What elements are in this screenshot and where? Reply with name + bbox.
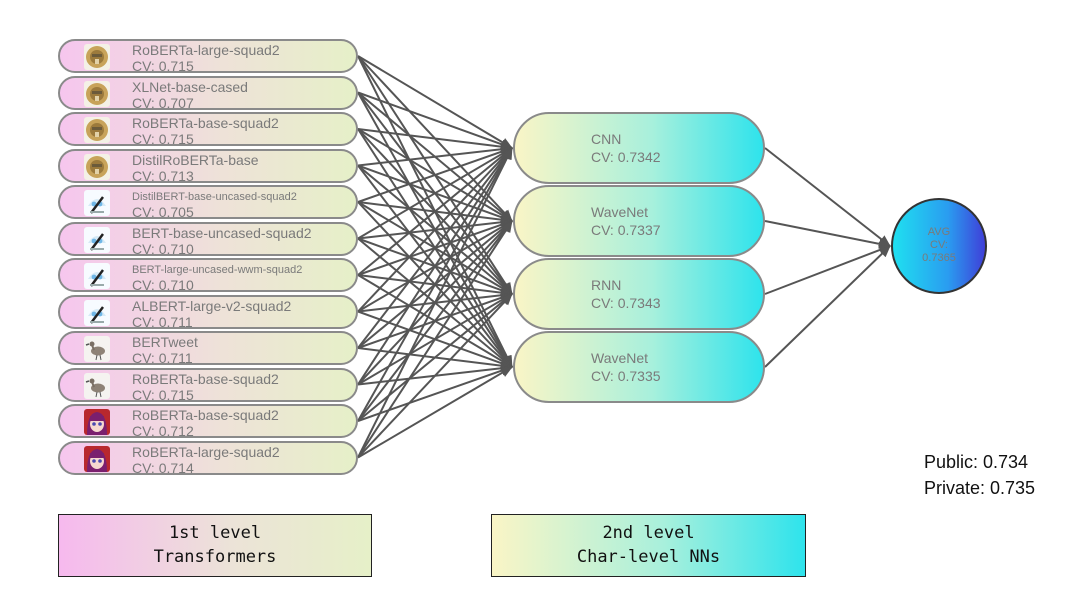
edge-transformer-to-nn [357,55,513,149]
transformer-cv: CV: 0.705 [132,204,194,220]
transformer-cv: CV: 0.707 [132,94,194,111]
edge-transformer-to-nn [357,147,513,422]
transformer-name: RoBERTa-base-squad2 [132,115,279,131]
edge-transformer-to-nn [357,128,513,152]
public-score: Public: 0.734 [924,452,1029,472]
transformer-cv: CV: 0.711 [132,313,193,330]
edge-transformer-to-nn [357,144,513,167]
transformer-cv: CV: 0.713 [132,167,194,184]
edge-transformer-to-nn [357,220,513,422]
edge-transformer-to-nn [357,91,513,149]
char-nn-name: CNN [591,131,622,147]
mechanical-face-icon [84,80,110,107]
legend-first-line1: 1st level [168,523,262,543]
edge-transformer-to-nn [357,147,513,240]
edge-transformer-to-nn [357,147,513,386]
legend-second-line2: Char-level NNs [576,547,721,567]
char-nn-cv: CV: 0.7335 [591,368,661,384]
edge-transformer-to-nn [357,146,513,203]
avg-cv-value: 0.7365 [922,252,956,264]
bird-icon [84,336,110,362]
transformer-name: BERT-large-uncased-wwm-squad2 [132,264,303,276]
avg-node: AVG CV: 0.7365 [891,198,987,294]
char-nn-name: WaveNet [591,204,649,220]
transformer-cv: CV: 0.710 [132,240,194,257]
legend-second-line1: 2nd level [602,523,695,543]
edge-transformer-to-nn [357,147,513,458]
anime-face-icon [84,299,110,326]
anime-girl-icon [84,445,110,472]
transformer-cv: CV: 0.714 [132,459,194,476]
char-nn-cv: CV: 0.7343 [591,295,661,311]
char-nn-node: RNN CV: 0.7343 [513,258,765,330]
transformer-name: RoBERTa-base-squad2 [132,407,279,423]
edge-transformer-to-nn [357,147,513,313]
edge-transformer-to-nn [357,293,513,459]
transformer-name: RoBERTa-large-squad2 [132,443,280,460]
transformer-name: RoBERTa-base-squad2 [132,370,279,387]
transformer-name: BERT-base-uncased-squad2 [132,224,312,241]
mechanical-face-icon [84,44,110,70]
transformer-cv: CV: 0.711 [132,350,193,366]
anime-face-icon [84,190,110,216]
char-nn-node: CNN CV: 0.7342 [513,112,765,184]
transformer-name: RoBERTa-large-squad2 [132,42,280,58]
char-nn-cv: CV: 0.7342 [591,149,661,165]
edge-nn-to-avg [764,245,891,295]
private-score: Private: 0.735 [924,478,1036,498]
anime-face-icon [84,226,110,253]
edge-transformer-to-nn [357,147,513,276]
edge-transformer-to-nn [357,293,513,422]
transformer-cv: CV: 0.710 [132,277,194,293]
transformer-name: DistilRoBERTa-base [132,151,259,168]
legend-first-line2: Transformers [153,547,277,567]
legend-first-level: 1st level Transformers [58,514,372,577]
anime-face-icon [84,263,110,289]
edge-nn-to-avg [764,245,891,368]
transformer-cv: CV: 0.712 [132,423,194,439]
transformer-cv: CV: 0.715 [132,131,194,147]
edge-transformer-to-nn [357,220,513,459]
avg-cv-label: CV: [930,239,948,251]
anime-girl-icon [84,409,110,435]
edge-transformer-to-nn [357,365,513,422]
mechanical-face-icon [84,153,110,180]
edge-transformer-to-nn [357,147,513,349]
legend-second-level: 2nd level Char-level NNs [491,514,806,577]
transformer-name: XLNet-base-cased [132,78,248,95]
transformer-name: DistilBERT-base-uncased-squad2 [132,191,297,203]
transformer-cv: CV: 0.715 [132,386,194,403]
edge-nn-to-avg [764,147,891,247]
char-nn-name: RNN [591,277,622,293]
char-nn-cv: CV: 0.7337 [591,222,661,238]
edge-nn-to-avg [764,220,891,249]
transformer-name: ALBERT-large-v2-squad2 [132,297,292,314]
char-nn-name: WaveNet [591,350,649,366]
mechanical-face-icon [84,117,110,143]
edge-transformer-to-nn [357,366,513,459]
avg-label: AVG [927,226,951,238]
bird-icon [84,372,110,399]
transformer-cv: CV: 0.715 [132,58,194,74]
transformer-name: BERTweet [132,334,198,350]
